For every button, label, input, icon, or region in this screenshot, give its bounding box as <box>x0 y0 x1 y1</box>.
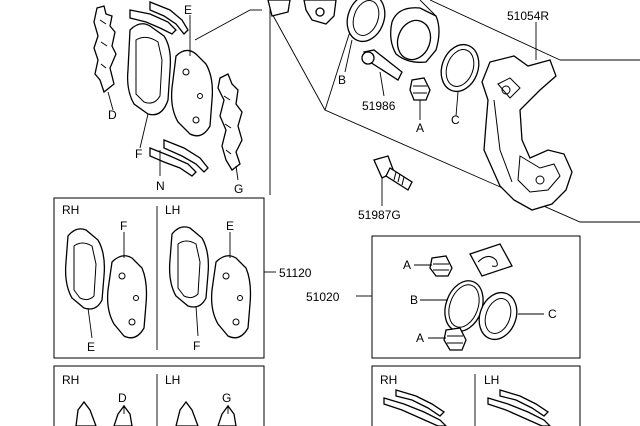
mounting-bolt-51987g <box>373 155 413 191</box>
label-n-top: N <box>156 179 165 193</box>
pad-kit-lh-label: LH <box>165 203 180 217</box>
clip-kit-rh-label: RH <box>380 373 397 387</box>
pad-kit-lh-pads <box>168 226 252 339</box>
shim-kit-rh-letter: D <box>118 391 127 405</box>
pad-kit-lh-bottom-letter: F <box>193 339 200 353</box>
seal-kit-label-b: B <box>410 293 418 307</box>
pad-kit-rh-bottom-letter: E <box>87 340 95 354</box>
caliper-piston <box>390 0 440 63</box>
seal-kit-seal-c <box>478 291 518 341</box>
seal-kit-grease-packet <box>469 243 513 277</box>
leader-lines-caliper <box>344 22 537 206</box>
label-b-top: B <box>338 73 346 87</box>
clip-kit-box <box>371 365 581 426</box>
piston-seal-c <box>440 43 480 93</box>
pad-kit-box <box>53 197 276 359</box>
guide-pin-51986 <box>361 49 403 81</box>
seal-kit-label-c: C <box>548 307 557 321</box>
shim-d-part <box>93 5 117 94</box>
label-g-top: G <box>234 182 243 196</box>
brake-pad-rh-upper <box>126 23 172 116</box>
seal-kit-box <box>356 235 581 359</box>
seal-kit-pin-boot-a2 <box>443 327 467 351</box>
partnum-seal-kit: 51020 <box>306 290 340 304</box>
label-d-top: D <box>108 108 117 122</box>
clip-kit-lh-label: LH <box>484 373 499 387</box>
seal-kit-label-a2: A <box>416 331 424 345</box>
partnum-guide-pin: 51986 <box>362 99 396 113</box>
leader-lines-top-left <box>107 15 239 181</box>
seal-kit-leaders <box>414 264 544 339</box>
pad-kit-rh-pads <box>64 228 148 339</box>
label-a-top: A <box>416 121 424 135</box>
caliper-bracket <box>481 55 573 211</box>
shim-kit-box <box>53 365 265 426</box>
seal-kit-label-a1: A <box>403 258 411 272</box>
bleeder-parts-top <box>267 0 337 25</box>
shim-kit-lh-label: LH <box>165 373 180 387</box>
label-f-top: F <box>135 147 142 161</box>
exploded-view-frame <box>194 0 640 223</box>
pin-boot-a <box>409 77 431 101</box>
partnum-caliper: 51054R <box>507 9 549 23</box>
brake-pad-rh-lower <box>170 49 214 137</box>
pad-clip-lower <box>149 139 209 177</box>
shim-kit-rh-label: RH <box>62 373 79 387</box>
pad-clip-upper <box>129 1 189 35</box>
label-c-top: C <box>451 113 460 127</box>
seal-kit-pin-boot-a1 <box>429 255 453 277</box>
pad-kit-rh-label: RH <box>62 203 79 217</box>
pad-kit-rh-top-letter: F <box>120 219 127 233</box>
pad-kit-lh-top-letter: E <box>226 219 234 233</box>
partnum-pad-kit: 51120 <box>279 266 312 280</box>
shim-g-part <box>217 73 243 171</box>
label-e-top: E <box>184 3 192 17</box>
partnum-bolt: 51987G <box>358 208 401 222</box>
dust-boot-b <box>346 0 386 43</box>
shim-kit-lh-letter: G <box>222 391 231 405</box>
